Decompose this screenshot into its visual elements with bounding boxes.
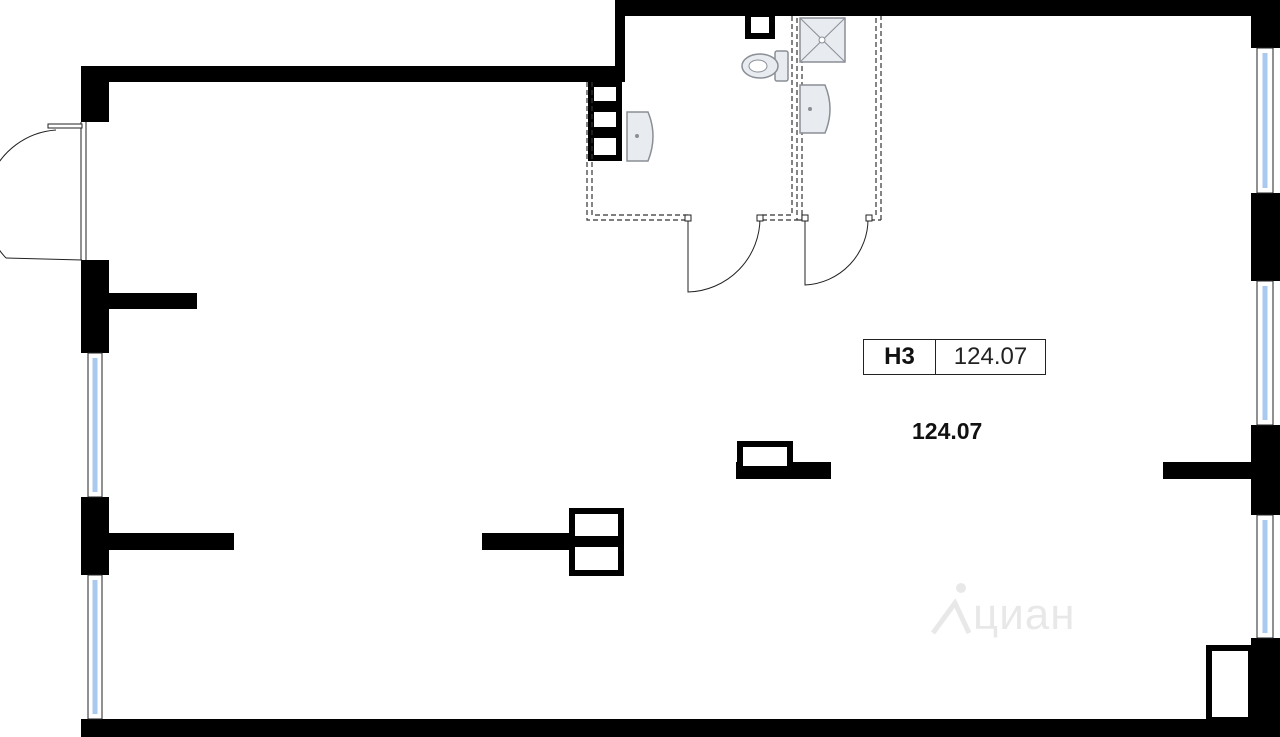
- shaft-lower-2: [569, 541, 624, 576]
- wall-top-left: [81, 66, 621, 82]
- room-area: 124.07: [912, 418, 983, 444]
- wall-left-1: [81, 66, 109, 122]
- wall-left-4: [81, 719, 109, 737]
- sink-2: [799, 84, 831, 134]
- partition-left-upper: [81, 293, 197, 309]
- partition-right: [1163, 462, 1280, 479]
- wall-bottom: [81, 719, 1280, 737]
- watermark: циан: [925, 578, 1135, 648]
- shaft-corner: [1206, 645, 1254, 723]
- partition-left-lower: [81, 533, 234, 550]
- entrance-door: [0, 122, 87, 261]
- window-right-1: [1256, 47, 1274, 194]
- toilet: [741, 50, 789, 82]
- partitions: [81, 293, 1280, 550]
- wall-step: [615, 0, 625, 82]
- window-right-3: [1256, 514, 1274, 639]
- window-right-2: [1256, 280, 1274, 426]
- unit-area-label: 124.07: [953, 343, 1028, 370]
- shaft-lower-1: [569, 508, 624, 542]
- shaft-center: [737, 441, 793, 472]
- shafts: [569, 11, 1254, 723]
- shaft-bath-2: [588, 106, 622, 133]
- bathroom-door-1: [687, 217, 761, 293]
- watermark-text: циан: [973, 590, 1076, 639]
- unit-code: Н3: [864, 340, 936, 374]
- window-left-1: [87, 352, 103, 498]
- bathroom-1-outline: [586, 82, 688, 221]
- shaft-bath-1: [588, 81, 622, 107]
- sink-1: [626, 111, 654, 162]
- wall-right-2: [1251, 193, 1280, 281]
- shaft-bath-3: [588, 132, 622, 161]
- bathroom-doors: [684, 214, 873, 293]
- bathroom-door-2: [804, 217, 869, 286]
- wall-top-right: [615, 0, 1280, 16]
- window-left-2: [87, 574, 103, 720]
- wall-right-1: [1251, 0, 1280, 48]
- windows: [87, 47, 1274, 720]
- cian-logo-icon: [930, 583, 972, 635]
- shower-tray: [799, 17, 846, 63]
- shaft-top: [745, 11, 775, 39]
- unit-label: Н3 124.07: [863, 339, 1046, 375]
